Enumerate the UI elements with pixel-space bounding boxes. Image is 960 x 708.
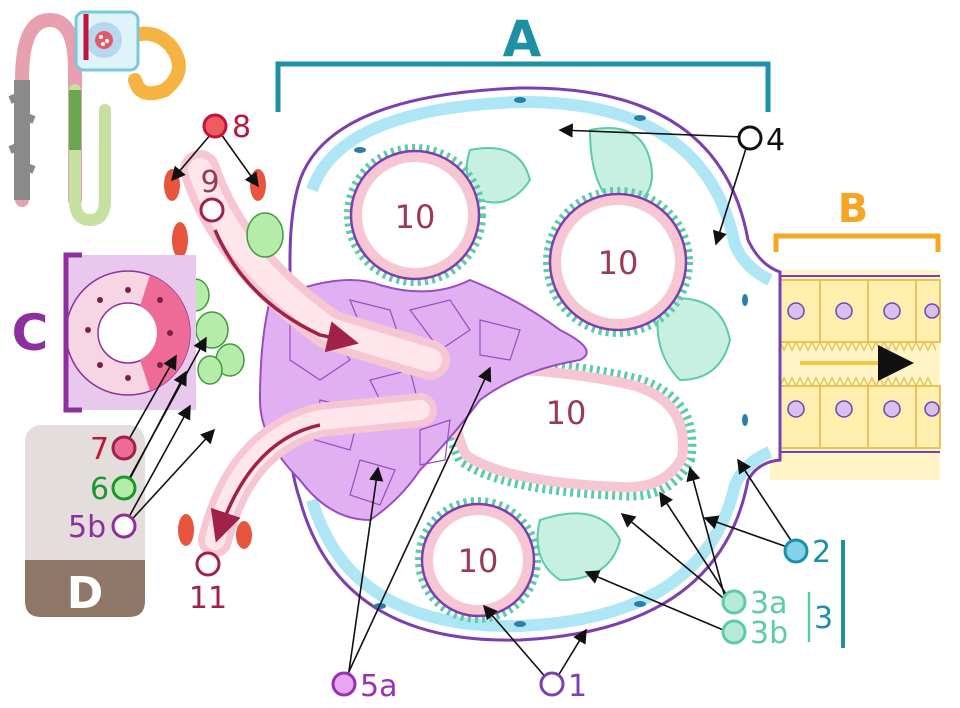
label-1: 1 (568, 669, 587, 704)
label-10-b: 10 (598, 244, 639, 282)
label-11: 11 (189, 581, 227, 616)
label-d: D (67, 568, 104, 619)
label-5a: 5a (360, 669, 397, 704)
proximal-tubule (770, 270, 941, 480)
label-10-c: 10 (546, 394, 587, 432)
pointer-lines (123, 123, 795, 681)
label-a: A (503, 10, 542, 68)
bracket-a (275, 61, 771, 112)
d-box (25, 425, 145, 617)
label-b: B (838, 186, 869, 232)
podocytes (465, 127, 732, 582)
label-8: 8 (232, 110, 251, 145)
nephron-icon (8, 10, 186, 227)
label-3a: 3a (750, 586, 787, 621)
label-6: 6 (90, 472, 109, 507)
label-7: 7 (90, 432, 109, 467)
bracket-c (63, 252, 82, 413)
distal-tubule-section (65, 255, 196, 410)
label-3: 3 (814, 601, 833, 636)
label-2: 2 (812, 535, 831, 570)
label-c: C (12, 304, 49, 362)
label-5b: 5b (68, 510, 106, 545)
arterioles (164, 150, 450, 557)
label-3b: 3b (750, 616, 788, 651)
callout-markers (111, 113, 809, 697)
label-4: 4 (766, 123, 785, 158)
label-10-d: 10 (458, 542, 499, 580)
label-10-a: 10 (395, 198, 436, 236)
bracket-b (773, 233, 941, 252)
label-9: 9 (200, 165, 219, 200)
capillary-loops (344, 144, 697, 623)
